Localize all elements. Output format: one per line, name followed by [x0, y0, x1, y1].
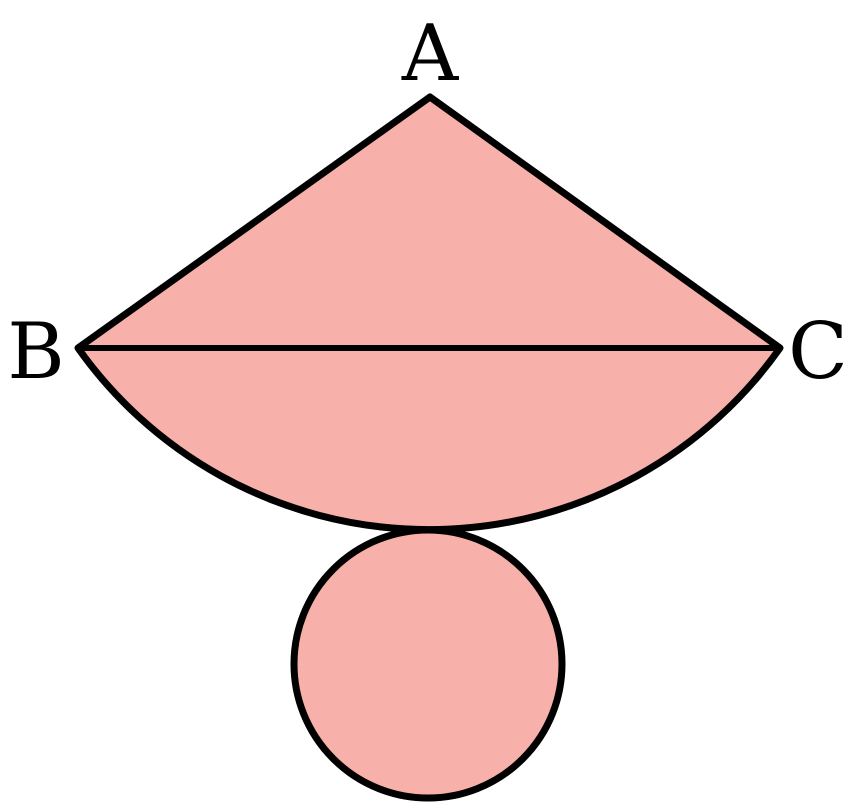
vertex-label-a: A: [401, 9, 460, 99]
base-circle: [290, 526, 566, 802]
sector-shape: [74, 93, 784, 534]
vertex-label-c: C: [788, 307, 848, 397]
vertex-label-b: B: [7, 307, 64, 397]
